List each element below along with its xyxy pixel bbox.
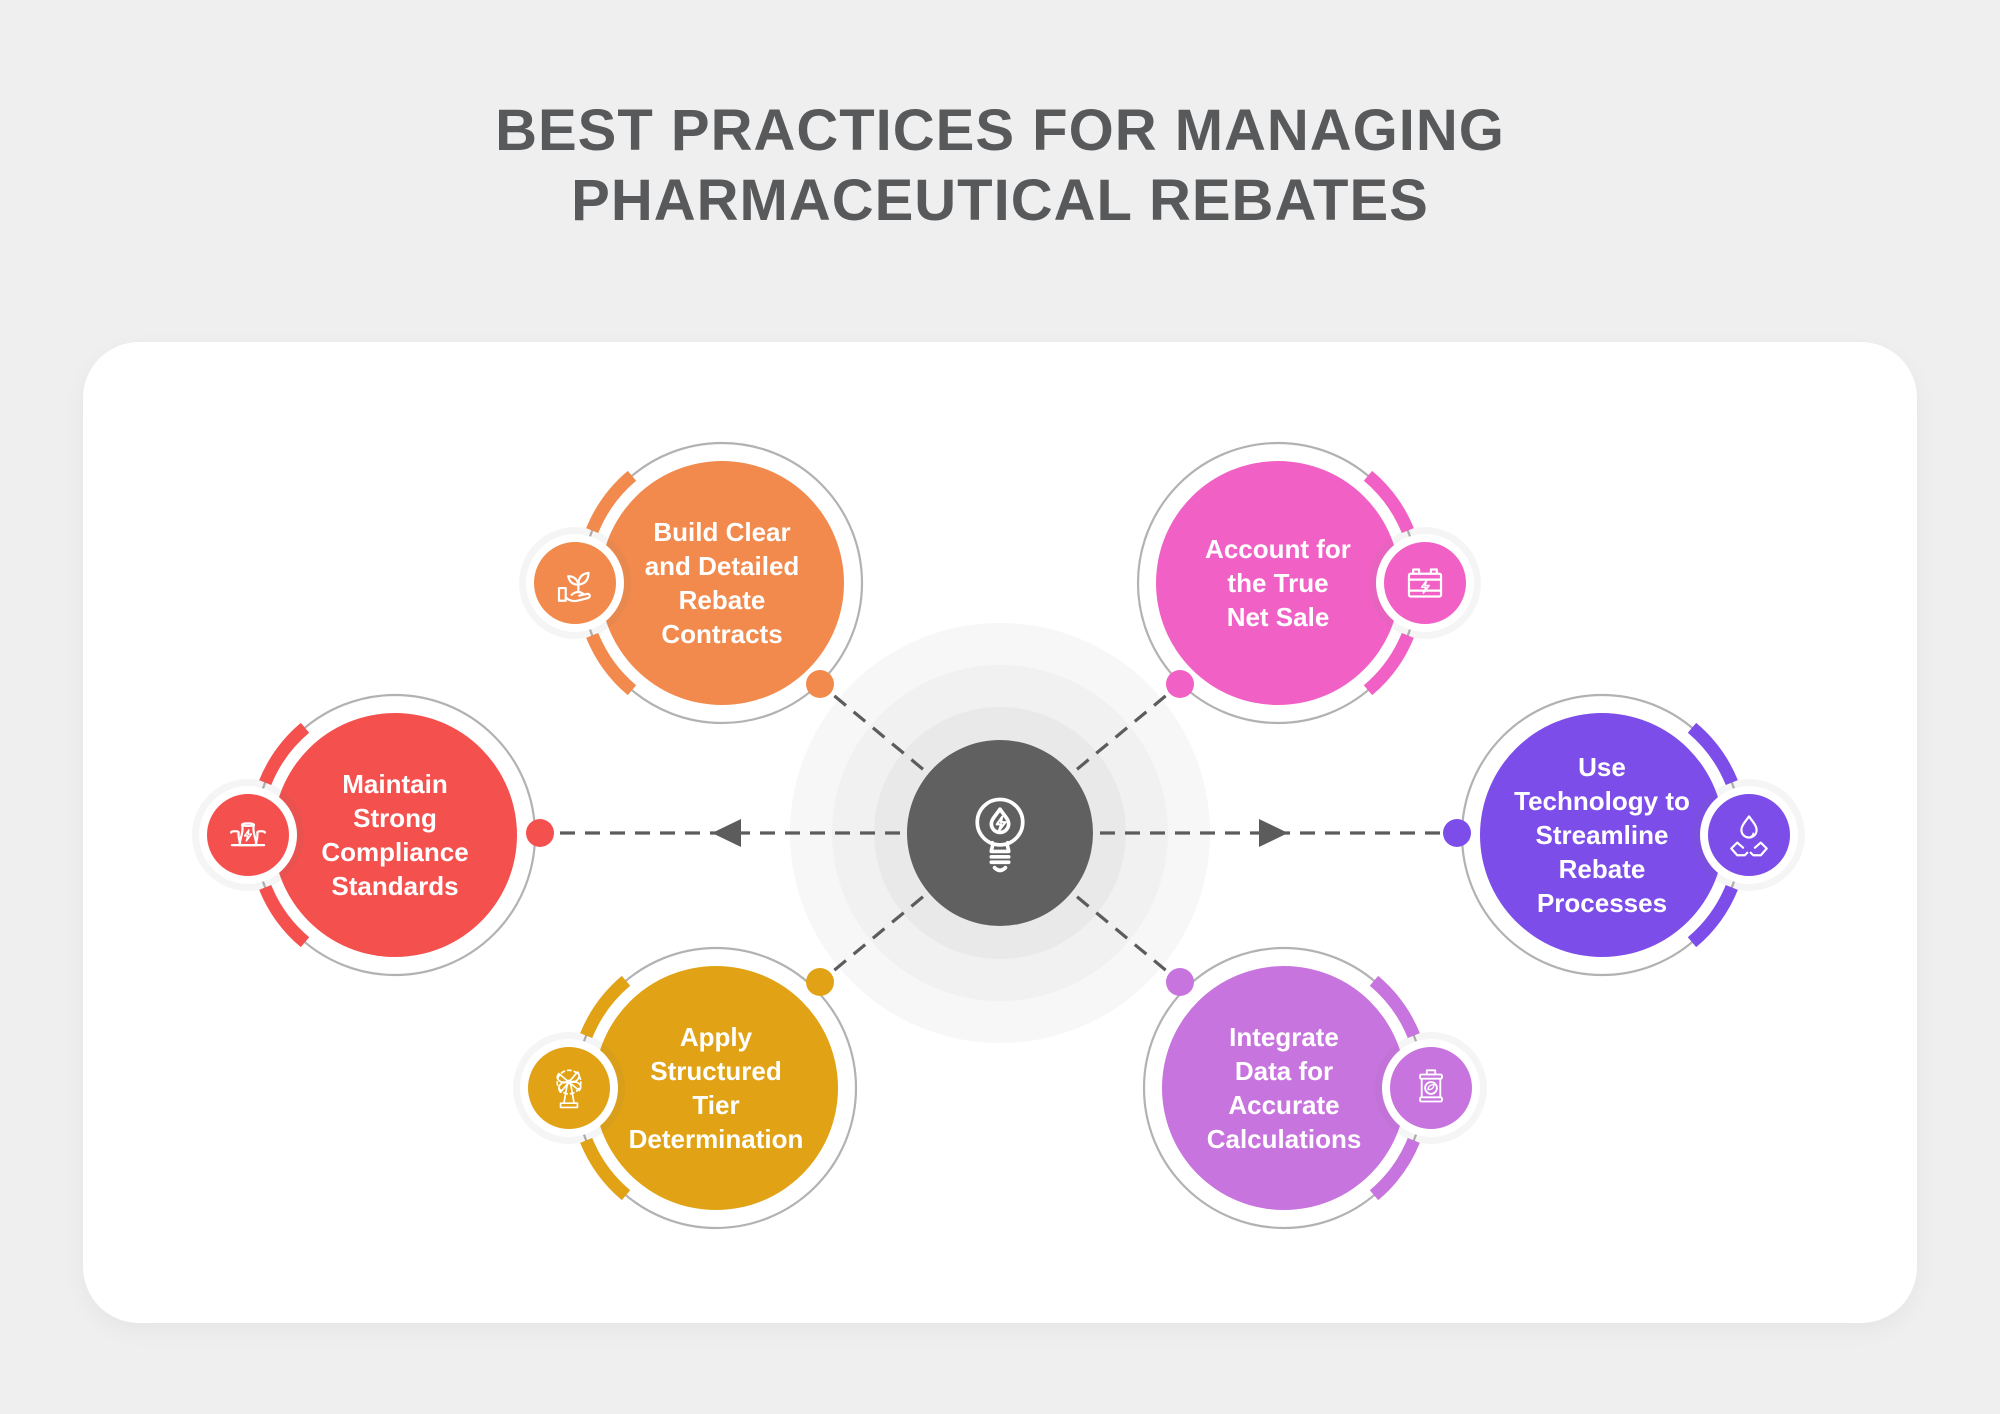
practice-icon-badge xyxy=(1700,786,1798,884)
title-line-1: BEST PRACTICES FOR MANAGING xyxy=(495,98,1505,163)
connector-dot xyxy=(1443,819,1471,847)
practice-icon-badge xyxy=(526,534,624,632)
practice-icon-badge xyxy=(199,786,297,884)
practice-icon-badge xyxy=(1376,534,1474,632)
central-hub xyxy=(907,740,1093,926)
practice-label: Apply Structured Tier Determination xyxy=(628,1022,804,1154)
practice-bubble: Integrate Data for Accurate Calculations xyxy=(1162,966,1406,1210)
barrel-leaf-icon xyxy=(1419,1069,1443,1103)
practice-bubble: Account for the True Net Sale xyxy=(1156,461,1400,705)
lightbulb-energy-icon xyxy=(975,797,1025,873)
practice-label: Integrate Data for Accurate Calculations xyxy=(1206,1022,1362,1154)
practice-node-tier-determination: Apply Structured Tier Determination xyxy=(516,888,916,1288)
practice-node-integrate-data: Integrate Data for Accurate Calculations xyxy=(1084,888,1484,1288)
connector-dot xyxy=(806,670,834,698)
connector-dot xyxy=(1166,968,1194,996)
connector-dot xyxy=(526,819,554,847)
practice-bubble: Use Technology to Streamline Rebate Proc… xyxy=(1480,713,1724,957)
practice-node-technology: Use Technology to Streamline Rebate Proc… xyxy=(1402,635,1802,1035)
arrow-right-icon xyxy=(1259,819,1288,847)
power-plant-icon xyxy=(230,822,266,847)
connector-dot xyxy=(1166,670,1194,698)
battery-icon xyxy=(1407,568,1443,598)
practice-label: Account for the True Net Sale xyxy=(1205,534,1351,632)
infographic-title: BEST PRACTICES FOR MANAGING PHARMACEUTIC… xyxy=(0,96,2000,236)
practice-node-compliance: Maintain Strong Compliance Standards xyxy=(195,635,595,1035)
practice-label: Build Clear and Detailed Rebate Contract… xyxy=(644,517,800,649)
practice-node-build-contracts: Build Clear and Detailed Rebate Contract… xyxy=(522,383,922,783)
windmill-icon xyxy=(556,1069,582,1109)
practice-node-true-net-sale: Account for the True Net Sale xyxy=(1078,383,1478,783)
practice-label: Maintain Strong Compliance Standards xyxy=(321,769,469,901)
practice-icon-badge xyxy=(1382,1039,1480,1137)
practice-label: Use Technology to Streamline Rebate Proc… xyxy=(1514,752,1690,918)
practice-bubble: Maintain Strong Compliance Standards xyxy=(273,713,517,957)
arrow-left-icon xyxy=(712,819,741,847)
practice-bubble: Apply Structured Tier Determination xyxy=(594,966,838,1210)
seedling-hand-icon xyxy=(557,571,591,603)
practice-icon-badge xyxy=(520,1039,618,1137)
connector-dot xyxy=(806,968,834,996)
title-line-2: PHARMACEUTICAL REBATES xyxy=(571,168,1429,233)
practice-bubble: Build Clear and Detailed Rebate Contract… xyxy=(600,461,844,705)
water-hands-icon xyxy=(1730,815,1768,857)
